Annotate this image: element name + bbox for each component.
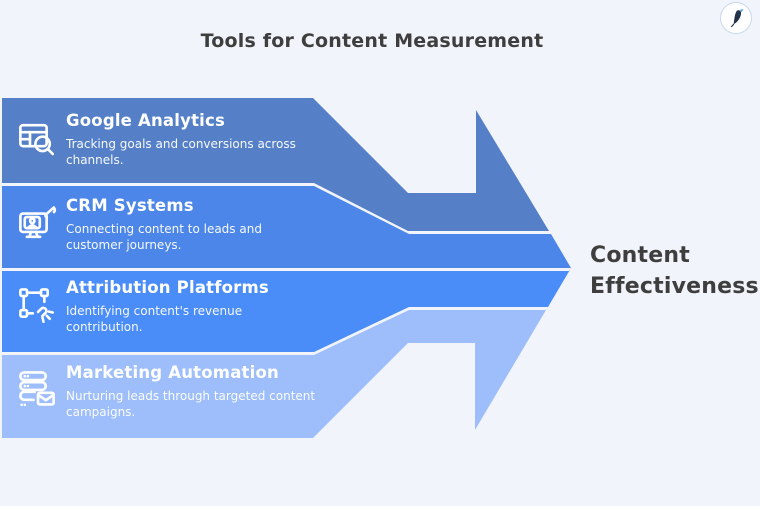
attribution-frame-click-icon [16, 285, 58, 327]
band-crm-systems: CRM Systems Connecting content to leads … [66, 196, 396, 253]
result-label: Content Effectiveness [590, 243, 759, 299]
band-shape-crm-systems [2, 186, 571, 268]
automation-server-mail-icon [16, 368, 58, 410]
band-title: Marketing Automation [66, 363, 279, 382]
band-google-analytics: Google Analytics Tracking goals and conv… [66, 111, 396, 168]
band-shape-attribution-platforms [2, 268, 571, 352]
band-attribution-platforms: Attribution Platforms Identifying conten… [66, 278, 396, 335]
band-title: Attribution Platforms [66, 278, 269, 297]
band-description: Tracking goals and conversions across ch… [66, 137, 296, 167]
band-description: Connecting content to leads and customer… [66, 222, 262, 252]
page-title: Tools for Content Measurement [200, 30, 544, 52]
band-description: Nurturing leads through targeted content… [66, 389, 316, 419]
analytics-table-search-icon [16, 119, 58, 161]
band-description: Identifying content's revenue contributi… [66, 304, 243, 334]
band-shape-google-analytics [2, 98, 549, 231]
quill-logo-icon [731, 9, 744, 28]
brand-logo [720, 2, 752, 34]
band-shape-marketing-automation [2, 310, 546, 438]
band-title: Google Analytics [66, 111, 226, 130]
band-title: CRM Systems [66, 196, 194, 215]
band-marketing-automation: Marketing Automation Nurturing leads thr… [66, 363, 396, 420]
crm-monitor-hand-icon [16, 203, 58, 245]
